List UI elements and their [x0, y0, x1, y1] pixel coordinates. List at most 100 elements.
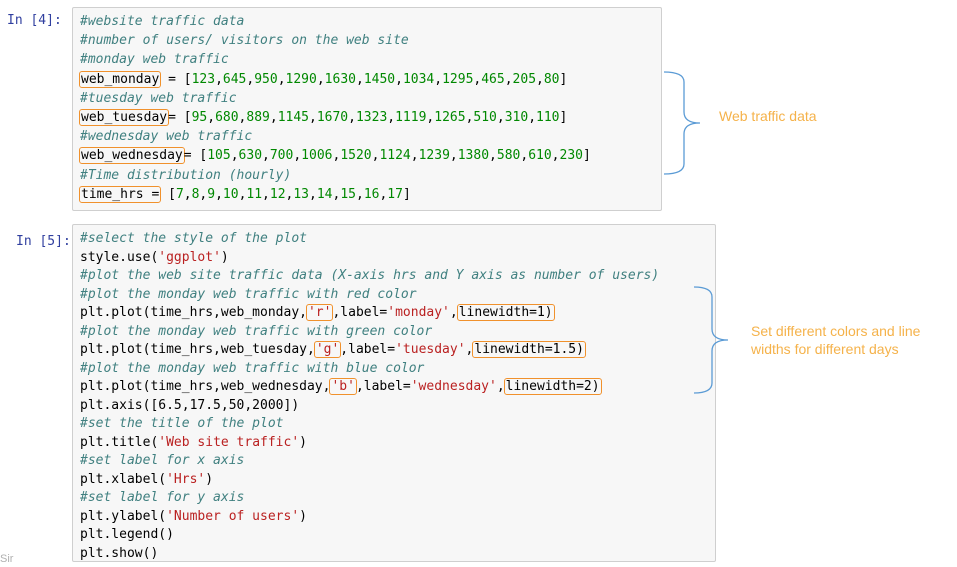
code-token: 645: [222, 71, 247, 87]
code-token: ,: [528, 110, 537, 125]
code-token: ,: [238, 110, 247, 125]
code-line: plt.show(): [80, 544, 158, 563]
code-token: plt.plot(time_hrs,web_tuesday,: [80, 342, 315, 357]
code-token: 'ggplot': [158, 249, 221, 265]
code-token: ,: [520, 148, 529, 164]
code-token: ,label=: [355, 379, 411, 394]
code-line: time_hrs = [7,8,9,10,11,12,13,14,15,16,1…: [79, 185, 411, 204]
code-token: ): [299, 434, 307, 450]
code-token: 1380: [457, 148, 490, 164]
code-token: 95: [191, 110, 208, 125]
code-token: 1265: [434, 110, 466, 125]
code-token: 510: [473, 110, 497, 125]
code-token: ,: [387, 110, 396, 125]
code-token: 1119: [395, 110, 427, 125]
code-token: ,: [410, 148, 419, 164]
code-token: ,: [379, 186, 388, 202]
code-token: ,: [309, 110, 317, 125]
code-line: web_monday = [123,645,950,1290,1630,1450…: [79, 70, 568, 89]
code-token: = [: [168, 110, 192, 125]
code-token: plt.axis([6.5,17.5,50,2000]): [80, 397, 300, 413]
code-line: #plot the monday web traffic with red co…: [80, 285, 417, 304]
code-token: 889: [246, 110, 270, 125]
code-token: #Time distribution (hourly): [80, 167, 292, 183]
code-token: 700: [269, 148, 294, 164]
code-token: ,: [489, 148, 497, 164]
code-token: 310: [504, 110, 529, 125]
code-token: 13: [293, 186, 310, 202]
code-line: plt.title('Web site traffic'): [80, 433, 307, 452]
code-cell[interactable]: [72, 7, 662, 211]
code-token: ,label=: [340, 342, 396, 357]
code-token: 17: [387, 186, 403, 202]
highlighted-token: 'r': [305, 304, 334, 321]
code-token: #wednesday web traffic: [80, 129, 253, 145]
code-token: 'Web site traffic': [158, 434, 300, 450]
code-line: #wednesday web traffic: [80, 127, 252, 146]
highlighted-token: time_hrs =: [79, 185, 162, 203]
code-token: ,: [348, 110, 356, 125]
code-token: #plot the monday web traffic with green …: [80, 323, 433, 339]
code-token: ,: [371, 148, 380, 164]
code-token: #plot the web site traffic data (X-axis …: [80, 268, 660, 283]
code-token: ,: [504, 71, 513, 87]
highlighted-token: web_monday: [79, 70, 162, 88]
code-line: plt.axis([6.5,17.5,50,2000]): [80, 396, 299, 415]
code-line: #Time distribution (hourly): [80, 166, 291, 185]
code-line: web_tuesday= [95,680,889,1145,1670,1323,…: [79, 108, 568, 127]
footer-text: Sir: [0, 553, 14, 565]
annotation-colors-linewidths: Set different colors and line widths for…: [751, 323, 921, 357]
code-token: 610: [528, 148, 552, 164]
code-line: #monday web traffic: [80, 50, 229, 69]
code-token: 'Hrs': [166, 471, 206, 487]
code-token: ,: [496, 110, 505, 125]
code-token: ,: [238, 186, 247, 202]
code-token: plt.show(): [80, 545, 159, 561]
code-token: ,: [332, 186, 341, 202]
code-token: 105: [207, 148, 231, 164]
code-token: #monday web traffic: [80, 52, 229, 68]
code-token: 1145: [277, 110, 309, 125]
code-token: ,: [449, 305, 458, 320]
code-token: ,: [355, 71, 364, 87]
code-token: plt.plot(time_hrs,web_monday,: [80, 305, 307, 320]
code-token: 630: [238, 148, 263, 164]
code-line: plt.plot(time_hrs,web_monday,'r',label='…: [80, 303, 555, 322]
code-token: #website traffic data: [80, 14, 245, 29]
code-line: #set the title of the plot: [80, 414, 284, 433]
code-token: 16: [363, 186, 380, 202]
code-token: 1239: [418, 148, 450, 164]
code-token: 680: [215, 110, 239, 125]
code-token: [: [160, 186, 176, 202]
code-token: ,: [262, 148, 270, 164]
code-token: 'monday': [387, 305, 450, 320]
highlighted-token: web_wednesday: [79, 147, 185, 165]
code-token: #plot the monday web traffic with red co…: [80, 286, 417, 302]
code-token: #plot the monday web traffic with blue c…: [80, 360, 425, 376]
code-token: plt.plot(time_hrs,web_wednesday,: [80, 379, 331, 394]
code-token: 9: [207, 186, 216, 202]
code-token: 'wednesday': [410, 379, 497, 394]
code-line: #number of users/ visitors on the web si…: [80, 31, 409, 50]
code-token: 110: [536, 110, 560, 125]
code-token: 1124: [379, 148, 411, 164]
brace-icon: [663, 71, 701, 175]
code-token: ]: [559, 110, 568, 125]
code-line: #select the style of the plot: [80, 229, 307, 248]
code-line: plt.plot(time_hrs,web_wednesday,'b',labe…: [80, 377, 602, 396]
code-token: plt.legend(): [80, 527, 174, 542]
code-token: plt.xlabel(: [80, 471, 167, 487]
code-token: ,: [207, 110, 216, 125]
code-line: #set label for x axis: [80, 451, 244, 470]
code-token: 1295: [442, 71, 474, 87]
code-token: = [: [160, 71, 192, 87]
code-token: ): [205, 471, 214, 487]
code-token: ]: [559, 71, 568, 87]
code-token: ]: [402, 186, 411, 202]
code-token: ,: [316, 71, 325, 87]
code-token: ,: [426, 110, 435, 125]
code-token: #set the title of the plot: [80, 416, 284, 431]
code-line: style.use('ggplot'): [80, 248, 229, 267]
code-cell[interactable]: [72, 224, 716, 562]
annotation-web-traffic: Web traffic data: [719, 108, 817, 124]
